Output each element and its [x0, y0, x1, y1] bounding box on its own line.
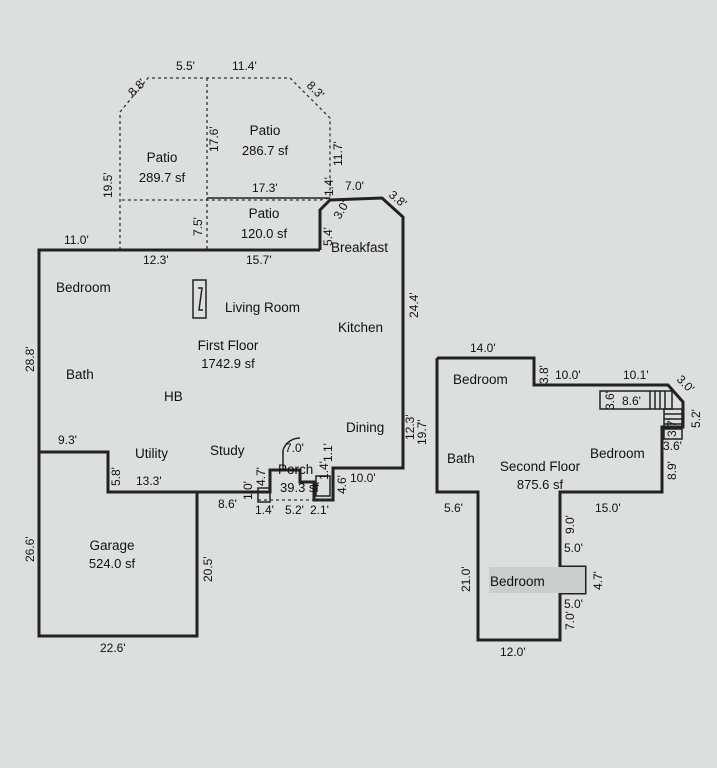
patio-small-label: Patio — [249, 206, 280, 221]
dim-label: 22.6' — [100, 641, 126, 655]
dim-label: 8.8' — [125, 76, 148, 99]
first-floor-label: First Floor — [198, 338, 259, 353]
dim-label: 8.9' — [665, 461, 679, 480]
porch-area: 39.3 sf — [280, 480, 319, 495]
dim-label: 1.0' — [241, 481, 255, 500]
dim-label: 11.7' — [331, 141, 345, 166]
room-hb-label: HB — [164, 389, 183, 404]
dim-label: 7.0' — [285, 441, 304, 455]
stair-icon — [599, 390, 683, 440]
room-dining-label: Dining — [346, 420, 384, 435]
dim-label: 9.0' — [563, 515, 577, 534]
dim-label: 3.8' — [386, 188, 410, 211]
dim-label: 3.7' — [665, 418, 679, 437]
dim-label: 5.6' — [444, 501, 463, 515]
dim-label: 14.0' — [470, 341, 496, 355]
fireplace-icon — [192, 279, 207, 319]
dim-label: 12.3' — [403, 414, 417, 440]
garage-outline — [37, 452, 199, 638]
dim-label: 3.0' — [330, 198, 352, 221]
dim-label: 12.0' — [500, 645, 526, 659]
first-floor-outline — [37, 196, 405, 502]
room-study-label: Study — [210, 443, 245, 458]
patio-small-area: 120.0 sf — [241, 226, 288, 241]
sf-bath-label: Bath — [447, 451, 475, 466]
dim-label: 5.0' — [564, 597, 583, 611]
dim-label: 9.3' — [58, 433, 77, 447]
dim-label: 21.0' — [459, 566, 473, 592]
dim-label: 2.1' — [310, 503, 329, 517]
patio-right-area: 286.7 sf — [242, 143, 289, 158]
dim-label: 3.0' — [674, 372, 697, 395]
garage-area: 524.0 sf — [89, 556, 136, 571]
patio-left-label: Patio — [147, 150, 178, 165]
dim-label: 5.5' — [176, 59, 195, 73]
dim-label: 8.3' — [304, 78, 327, 101]
dim-label: 11.0' — [64, 233, 89, 247]
dim-label: 7.0' — [345, 179, 364, 193]
dim-label: 8.6' — [622, 394, 641, 408]
dim-label: 15.0' — [595, 501, 621, 515]
room-living-label: Living Room — [225, 300, 300, 315]
bedroom-closet-shade — [489, 567, 585, 593]
dim-label: 3.6' — [663, 439, 682, 453]
dim-label: 5.4' — [321, 227, 335, 246]
patio-outline — [119, 77, 331, 250]
patio-left-area: 289.7 sf — [139, 170, 186, 185]
dim-label: 10.0' — [350, 471, 376, 485]
room-utility-label: Utility — [135, 446, 168, 461]
dim-label: 24.4' — [407, 292, 421, 318]
dim-label: 1.1' — [321, 443, 335, 462]
dim-label: 19.5' — [101, 172, 115, 198]
second-floor-outline — [435, 356, 685, 642]
dim-label: 4.7' — [591, 571, 605, 590]
dim-label: 11.4' — [232, 59, 257, 73]
garage-label: Garage — [89, 538, 134, 553]
dim-label: 12.3' — [143, 253, 169, 267]
dim-label: 19.7' — [415, 419, 429, 445]
dim-label: 3.8' — [537, 365, 551, 384]
dim-label: 4.6' — [335, 475, 349, 494]
dim-label: 17.3' — [252, 181, 278, 195]
dim-label: 10.0' — [555, 368, 581, 382]
dim-label: 7.0' — [563, 611, 577, 630]
dim-label: 7.5' — [191, 217, 205, 236]
first-floor-area: 1742.9 sf — [201, 356, 255, 371]
dim-label: 10.1' — [623, 368, 649, 382]
room-bedroom-label: Bedroom — [56, 280, 111, 295]
patio-right-label: Patio — [250, 123, 281, 138]
sf-bedroom-right-label: Bedroom — [590, 446, 645, 461]
dim-label: 8.6' — [218, 497, 237, 511]
sf-bedroom-bottom-label: Bedroom — [490, 574, 545, 589]
second-floor-area: 875.6 sf — [517, 477, 564, 492]
dim-label: 17.6' — [207, 126, 221, 152]
dim-label: 3.6' — [603, 391, 617, 410]
dim-label: 28.8' — [23, 346, 37, 372]
dim-label: 5.2' — [689, 409, 703, 428]
porch-steps — [257, 437, 332, 503]
dim-label: 1.4' — [317, 461, 331, 480]
room-breakfast-label: Breakfast — [331, 240, 388, 255]
dim-label: 26.6' — [23, 536, 37, 562]
dim-label: 15.7' — [246, 253, 272, 267]
dim-label: 5.0' — [564, 541, 583, 555]
dim-label: 20.5' — [201, 556, 215, 582]
dim-label: 5.2' — [285, 503, 304, 517]
dim-label: 4.7' — [254, 467, 268, 486]
room-bath-label: Bath — [66, 367, 94, 382]
dim-label: 1.4' — [255, 503, 274, 517]
porch-label: Porch — [278, 462, 313, 477]
second-floor-label: Second Floor — [500, 459, 581, 474]
sf-bedroom-top-label: Bedroom — [453, 372, 508, 387]
dim-label: 5.8' — [109, 467, 123, 486]
room-kitchen-label: Kitchen — [338, 320, 383, 335]
dim-label: 13.3' — [136, 474, 162, 488]
dim-label: 1.4' — [322, 177, 336, 196]
